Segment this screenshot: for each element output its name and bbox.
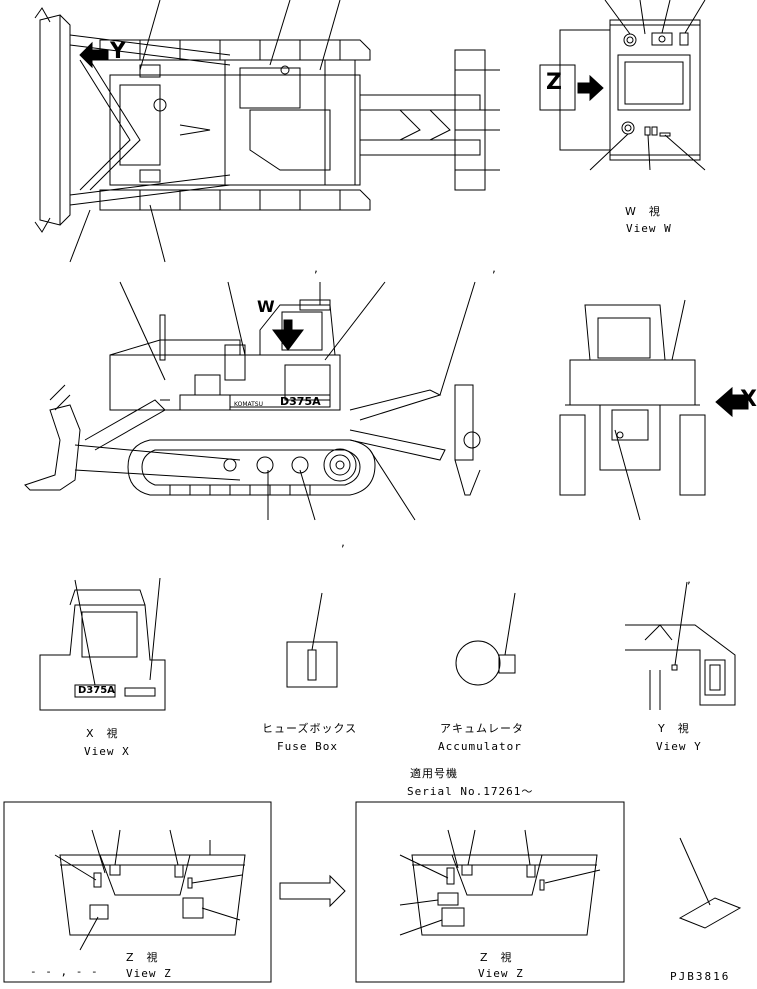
caption-view-w-en: View W — [626, 222, 672, 235]
view-x-dozer — [39, 577, 166, 711]
caption-serial-en: Serial No.17261〜 — [407, 785, 534, 798]
caption-fuse-en: Fuse Box — [277, 740, 338, 753]
letter-z: Z — [546, 70, 563, 95]
caption-view-y-jp: Y 視 — [658, 722, 690, 735]
caption-accumulator-jp: アキュムレータ — [440, 722, 524, 735]
caption-view-z-old-jp: Z 視 — [126, 951, 159, 964]
model-badge-view-x: D375A — [78, 685, 115, 696]
drawing-number: PJB3816 — [670, 970, 731, 983]
comma-mark: , — [313, 264, 320, 275]
caption-view-x-jp: X 視 — [86, 727, 119, 740]
caption-view-w-jp: W 視 — [625, 205, 661, 218]
view-y-panel — [625, 581, 736, 710]
model-badge: D375A — [280, 395, 321, 408]
comma-mark: , — [340, 538, 347, 549]
caption-serial-jp: 適用号機 — [410, 767, 458, 780]
comma-mark: , — [686, 575, 693, 586]
side-view-dozer — [24, 281, 481, 521]
caption-view-y-en: View Y — [656, 740, 702, 753]
letter-y: Y — [110, 39, 127, 64]
caption-fuse-jp: ヒューズボックス — [262, 722, 358, 735]
caption-dash-marks: - - , - - — [30, 965, 99, 978]
fuse-box — [286, 592, 338, 688]
caption-view-x-en: View X — [84, 745, 130, 758]
small-label-detail — [678, 837, 742, 929]
view-w-panel — [539, 0, 706, 171]
caption-accumulator-en: Accumulator — [438, 740, 522, 753]
letter-w: W — [257, 297, 276, 316]
top-view-dozer — [34, 0, 500, 263]
caption-view-z-new-en: View Z — [478, 967, 524, 980]
brand-badge: KOMATSU — [234, 401, 264, 408]
transition-arrow — [279, 874, 346, 908]
caption-view-z-old-en: View Z — [126, 967, 172, 980]
rear-view-dozer — [559, 299, 749, 521]
view-z-old-panel — [3, 801, 272, 983]
view-z-new-panel — [355, 801, 625, 983]
letter-x: X — [740, 387, 757, 412]
accumulator — [455, 592, 516, 686]
caption-view-z-new-jp: Z 視 — [480, 951, 513, 964]
comma-mark: , — [491, 264, 498, 275]
